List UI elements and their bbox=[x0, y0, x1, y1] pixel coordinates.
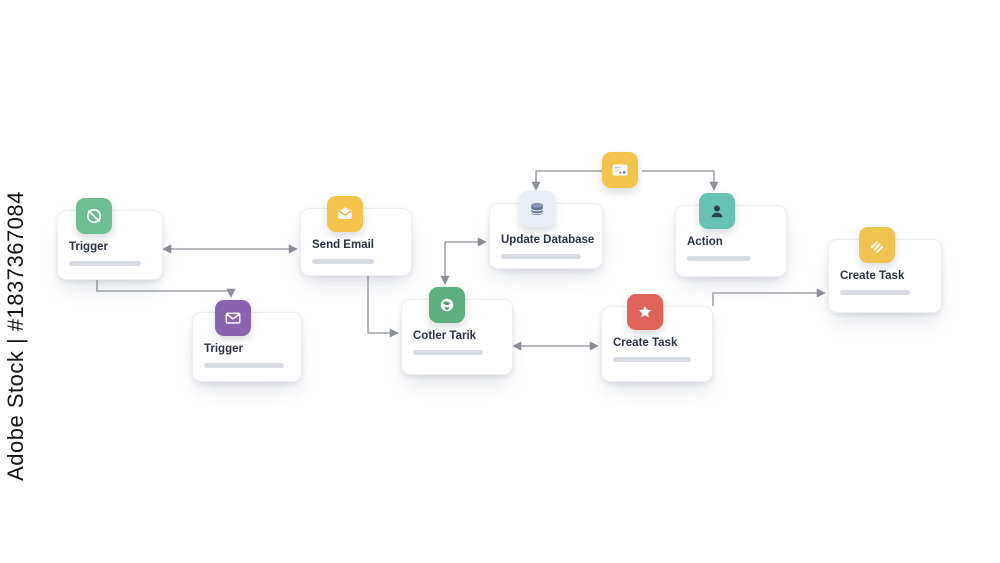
node-update-database: Update Database bbox=[489, 191, 603, 269]
node-cotler-tarik: Cotler Tarik bbox=[401, 287, 513, 375]
placeholder-line bbox=[204, 363, 284, 368]
node-label: Cotler Tarik bbox=[413, 330, 477, 342]
connector-createtask-createtask2 bbox=[712, 288, 826, 306]
placeholder-line bbox=[840, 290, 910, 295]
globe-icon bbox=[429, 287, 465, 323]
placeholder-line bbox=[501, 254, 581, 259]
node-send-email: Send Email bbox=[300, 196, 412, 276]
envelope-icon bbox=[215, 300, 251, 336]
user-icon bbox=[699, 193, 735, 229]
placeholder-line bbox=[613, 357, 691, 362]
card-icon bbox=[602, 152, 638, 188]
node-action: Action bbox=[675, 193, 787, 277]
node-label: Action bbox=[687, 236, 723, 248]
connector-badge-action bbox=[642, 170, 719, 191]
connector-trigger-trigger2 bbox=[96, 279, 236, 298]
connector-sendemail-cotler bbox=[367, 275, 399, 338]
ban-icon bbox=[76, 198, 112, 234]
node-label: Create Task bbox=[613, 337, 678, 349]
connector-badge-updatedb bbox=[531, 170, 602, 191]
node-trigger-purple: Trigger bbox=[192, 300, 302, 382]
node-label: Create Task bbox=[840, 270, 905, 282]
mail-icon bbox=[327, 196, 363, 232]
node-create-task-red: Create Task bbox=[601, 294, 713, 382]
node-trigger-green: Trigger bbox=[57, 198, 163, 280]
placeholder-line bbox=[413, 350, 483, 355]
node-label: Send Email bbox=[312, 239, 374, 251]
placeholder-line bbox=[312, 259, 374, 264]
star-icon bbox=[627, 294, 663, 330]
watermark-text: Adobe Stock | #1837367084 bbox=[3, 191, 28, 481]
placeholder-line bbox=[69, 261, 141, 266]
tasks-icon bbox=[859, 227, 895, 263]
node-label: Update Database bbox=[501, 234, 595, 246]
node-label: Trigger bbox=[204, 343, 243, 355]
node-create-task-yellow: Create Task bbox=[828, 227, 942, 313]
placeholder-line bbox=[687, 256, 751, 261]
database-icon bbox=[519, 191, 555, 227]
node-label: Trigger bbox=[69, 241, 108, 253]
